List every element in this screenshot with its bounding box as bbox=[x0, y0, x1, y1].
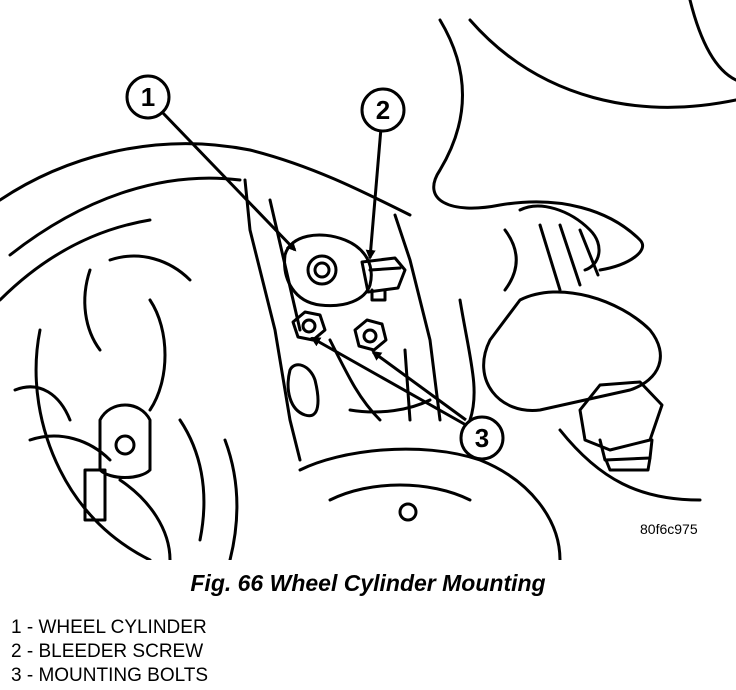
leader-line-2 bbox=[365, 127, 383, 260]
knuckle-upper-edge bbox=[468, 18, 736, 109]
callout-circle-3 bbox=[459, 415, 505, 461]
callout-label-1: 1 bbox=[141, 82, 155, 112]
legend: 1 - WHEEL CYLINDER 2 - BLEEDER SCREW 3 -… bbox=[11, 616, 208, 688]
callout-label-3: 3 bbox=[475, 423, 489, 453]
leader-line-3b bbox=[371, 350, 467, 422]
legend-item: 3 - MOUNTING BOLTS bbox=[11, 665, 209, 686]
callout-label-2: 2 bbox=[376, 95, 390, 125]
wheel-cylinder-body bbox=[283, 233, 373, 308]
knuckle-outline bbox=[432, 18, 644, 272]
leader-line-1 bbox=[160, 110, 297, 252]
callout-circle-1 bbox=[125, 74, 171, 120]
mounting-bolt-right bbox=[353, 318, 388, 352]
figure-caption: Fig. 66 Wheel Cylinder Mounting bbox=[190, 570, 546, 596]
legend-item: 1 - WHEEL CYLINDER bbox=[11, 617, 207, 638]
castle-nut bbox=[578, 380, 664, 452]
brake-assembly-illustration: 1 2 3 bbox=[0, 0, 736, 560]
mounting-bolt-left bbox=[291, 310, 327, 342]
bleeder-screw-shape bbox=[360, 256, 407, 294]
figure-code: 80f6c975 bbox=[640, 521, 698, 537]
legend-item: 2 - BLEEDER SCREW bbox=[11, 641, 204, 662]
callout-circle-2 bbox=[360, 87, 406, 133]
backing-plate-outer bbox=[0, 142, 412, 217]
leader-line-3a bbox=[310, 336, 467, 427]
tie-rod bbox=[482, 290, 662, 412]
